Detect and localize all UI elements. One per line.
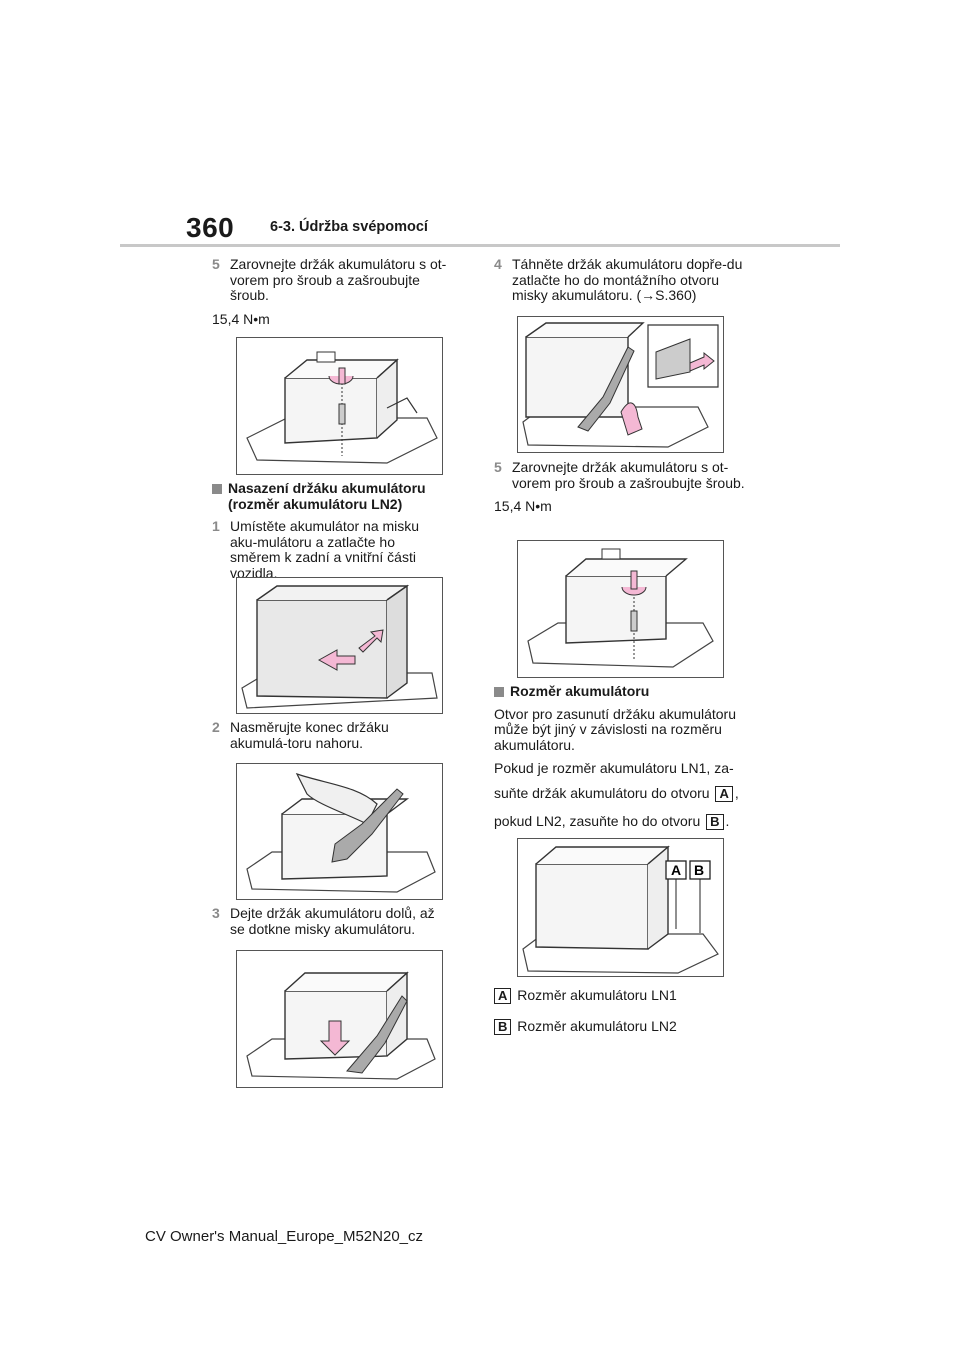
step-text: Táhněte držák akumulátoru dopře-du zatla… — [512, 256, 743, 303]
section-heading-size: Rozměr akumulátoru — [494, 683, 754, 700]
step-number: 1 — [212, 518, 220, 534]
torque-value: 15,4 N•m — [494, 498, 552, 514]
right-column-3: Rozměr akumulátoru Otvor pro zasunutí dr… — [494, 683, 754, 830]
figure-bolt-tighten-2 — [517, 540, 724, 678]
legend-item-b: B Rozměr akumulátoru LN2 — [494, 1018, 754, 1035]
step-4: 4 Táhněte držák akumulátoru dopře-du zat… — [494, 256, 754, 304]
left-column: 5 Zarovnejte držák akumulátoru s ot-vore… — [212, 256, 448, 327]
step-number: 4 — [494, 256, 502, 272]
label-a-badge: A — [715, 785, 733, 802]
step-1: 1 Umístěte akumulátor na misku aku-mulát… — [212, 518, 448, 581]
paragraph-ln2: pokud LN2, zasuňte ho do otvoru B. — [494, 812, 730, 830]
step-3: 3 Dejte držák akumulátoru dolů, až se do… — [212, 905, 448, 937]
step-5-left: 5 Zarovnejte držák akumulátoru s ot-vore… — [212, 256, 448, 304]
step-number: 5 — [494, 459, 502, 475]
legend-a-text: Rozměr akumulátoru LN1 — [517, 987, 677, 1003]
page-number: 360 — [186, 212, 235, 243]
step-text: Zarovnejte držák akumulátoru s ot-vorem … — [512, 459, 745, 491]
paragraph-size-info: Otvor pro zasunutí držáku akumulátoru mů… — [494, 705, 737, 753]
heading-bullet-icon — [212, 484, 222, 494]
step-text: Umístěte akumulátor na misku aku-mulátor… — [230, 518, 420, 581]
torque-value: 15,4 N•m — [212, 310, 270, 327]
figure-size-holes: A B — [517, 838, 724, 977]
paragraph-ln1-line1: Pokud je rozměr akumulátoru LN1, za- — [494, 760, 734, 776]
legend: A Rozměr akumulátoru LN1 B Rozměr akumul… — [494, 987, 754, 1035]
figure-push-battery — [236, 577, 443, 714]
heading-text: Nasazení držáku akumulátoru (rozměr akum… — [228, 480, 426, 512]
step-text: Nasměrujte konec držáku akumulá-toru nah… — [230, 719, 389, 751]
legend-b-badge: B — [494, 1019, 512, 1035]
step-text: Zarovnejte držák akumulátoru s ot-vorem … — [230, 256, 447, 303]
legend-a-badge: A — [494, 988, 512, 1004]
step-2: 2 Nasměrujte konec držáku akumulá-toru n… — [212, 719, 448, 751]
heading-text: Rozměr akumulátoru — [510, 683, 650, 699]
callout-b: B — [694, 862, 704, 878]
label-b-badge: B — [706, 813, 724, 830]
heading-bullet-icon — [494, 687, 504, 697]
text-fragment: suňte držák akumulátoru do otvoru — [494, 784, 710, 801]
legend-b-text: Rozměr akumulátoru LN2 — [517, 1018, 677, 1034]
step-text: Dejte držák akumulátoru dolů, až se dotk… — [230, 905, 435, 937]
right-column-2: 5 Zarovnejte držák akumulátoru s ot-vore… — [494, 459, 754, 515]
text-fragment: pokud LN2, zasuňte ho do otvoru — [494, 812, 701, 829]
left-column-3: 2 Nasměrujte konec držáku akumulá-toru n… — [212, 719, 448, 751]
step-number: 3 — [212, 905, 220, 921]
left-column-4: 3 Dejte držák akumulátoru dolů, až se do… — [212, 905, 448, 937]
figure-bracket-pull — [517, 316, 724, 453]
section-title: 6-3. Údržba svépomocí — [270, 219, 428, 235]
legend-item-a: A Rozměr akumulátoru LN1 — [494, 987, 754, 1004]
left-column-2: Nasazení držáku akumulátoru (rozměr akum… — [212, 480, 448, 581]
figure-bracket-up — [236, 763, 443, 900]
section-heading-ln2: Nasazení držáku akumulátoru (rozměr akum… — [212, 480, 448, 512]
footer-text: CV Owner's Manual_Europe_M52N20_cz — [145, 1228, 424, 1245]
step-number: 2 — [212, 719, 220, 735]
callout-a: A — [671, 862, 681, 878]
figure-bracket-down — [236, 950, 443, 1088]
step-5-right: 5 Zarovnejte držák akumulátoru s ot-vore… — [494, 459, 754, 491]
step-number: 5 — [212, 256, 220, 272]
paragraph-ln1-line2: suňte držák akumulátoru do otvoru A, — [494, 784, 739, 802]
figure-bolt-tighten — [236, 337, 443, 475]
header-rule — [120, 244, 840, 247]
right-column: 4 Táhněte držák akumulátoru dopře-du zat… — [494, 256, 754, 304]
